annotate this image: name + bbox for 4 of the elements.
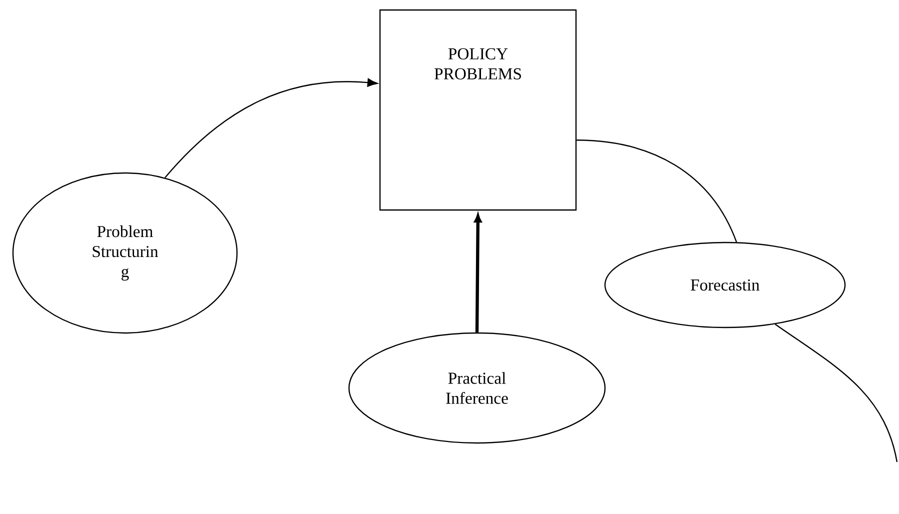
arrow bbox=[164, 78, 378, 178]
connector-line bbox=[774, 324, 898, 462]
connector-line bbox=[576, 140, 738, 242]
problem-box: POLICY PROBLEMS bbox=[379, 9, 577, 211]
